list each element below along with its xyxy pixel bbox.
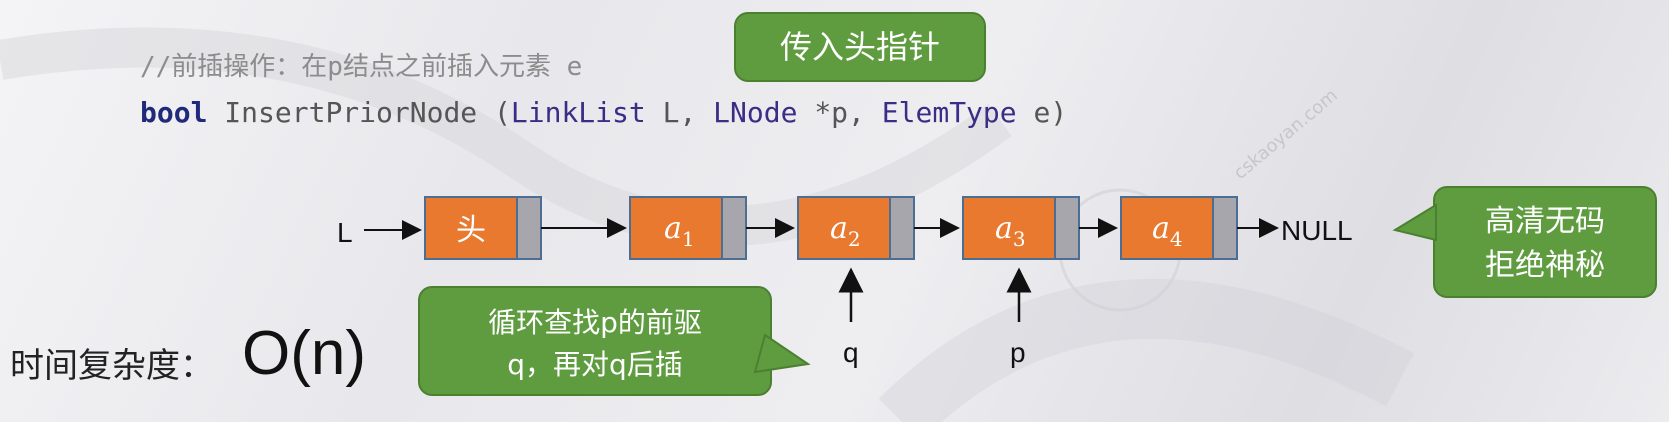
param-e: e) <box>1016 96 1068 129</box>
node-label: a3 <box>995 211 1026 251</box>
callout-loop: 循环查找p的前驱 q，再对q后插 <box>418 286 772 396</box>
callout-hd-tail <box>1392 203 1437 242</box>
callout-hd-line1: 高清无码 <box>1485 204 1605 239</box>
callout-loop-line2: q，再对q后插 <box>507 348 683 381</box>
callout-loop-line1: 循环查找p的前驱 <box>488 306 702 339</box>
function-signature: bool InsertPriorNode (LinkList L, LNode … <box>140 96 1067 129</box>
param-type-lnode: LNode <box>713 96 798 129</box>
node-a2: a2 <box>797 196 915 260</box>
head-node-label: 头 <box>456 213 486 248</box>
param-p: *p, <box>797 96 882 129</box>
callout-loop-tail <box>753 333 811 374</box>
callout-head-pointer: 传入头指针 <box>734 12 986 82</box>
node-label: a4 <box>1152 211 1183 251</box>
node-a1: a1 <box>629 196 747 260</box>
param-l: L, <box>645 96 714 129</box>
node-data <box>1120 196 1214 260</box>
function-name: InsertPriorNode ( <box>207 96 511 129</box>
node-label: a1 <box>664 211 695 251</box>
node-next <box>721 196 747 260</box>
node-a4: a4 <box>1120 196 1238 260</box>
pointer-q-label: q <box>843 337 859 368</box>
code-comment: //前插操作：在p结点之前插入元素 e <box>140 52 583 82</box>
complexity-label: 时间复杂度： <box>10 346 214 386</box>
param-type-linklist: LinkList <box>510 96 646 129</box>
node-a3: a3 <box>962 196 1080 260</box>
pointer-p-label: p <box>1010 337 1026 368</box>
node-next <box>889 196 915 260</box>
head-node-next <box>516 196 542 260</box>
param-type-elemtype: ElemType <box>881 96 1017 129</box>
node-next <box>1212 196 1238 260</box>
callout-hd-line2: 拒绝神秘 <box>1485 248 1605 283</box>
head-node-data <box>424 196 518 260</box>
complexity-value: O(n) <box>242 319 366 388</box>
callout-head-tail <box>738 52 755 70</box>
callout-hd: 高清无码 拒绝神秘 <box>1433 186 1657 298</box>
head-pointer-label: L <box>337 217 353 248</box>
head-node: 头 <box>424 196 542 260</box>
null-label: NULL <box>1281 215 1353 246</box>
keyword-bool: bool <box>140 96 208 129</box>
node-label: a2 <box>830 211 861 251</box>
node-next <box>1054 196 1080 260</box>
